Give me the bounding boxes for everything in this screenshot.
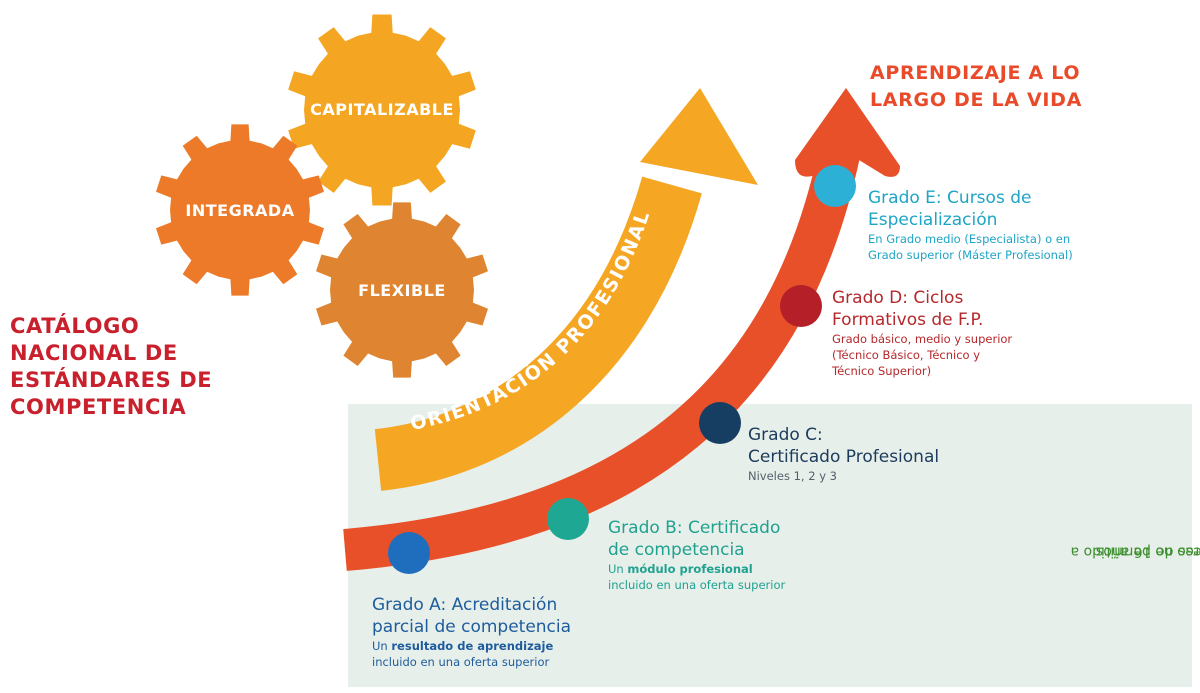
grade-d-title: Formativos de F.P. (832, 310, 984, 330)
lifelong-arrow (343, 88, 900, 571)
grade-b-title: Grado B: Certificado (608, 518, 781, 538)
grade-a-description: Un resultado de aprendizaje (372, 638, 571, 654)
grade-b-description: Un módulo profesional (608, 561, 785, 577)
grade-e-text: Grado E: Cursos de Especialización En Gr… (868, 187, 1073, 263)
grade-b-desc-bold: módulo profesional (627, 562, 753, 576)
grade-e-title: Grado E: Cursos de (868, 188, 1032, 208)
lifelong-learning-title: APRENDIZAJE A LO LARGO DE LA VIDA (870, 60, 1110, 114)
catalog-title-line: CATÁLOGO (10, 314, 140, 338)
grade-c-description: Niveles 1, 2 y 3 (748, 469, 837, 483)
catalog-title-line: ESTÁNDARES DE (10, 368, 213, 392)
grade-d-dot (780, 285, 822, 327)
grade-a-desc-bold: resultado de aprendizaje (391, 639, 554, 653)
grade-a-text: Grado A: Acreditación parcial de compete… (372, 594, 571, 670)
grade-c-dot (699, 402, 741, 444)
grade-d-description: (Técnico Básico, Técnico y (832, 348, 981, 362)
gear-capitalizable: CAPITALIZABLE (288, 14, 476, 206)
access-note: Acceso no permitido a menores de 16 años (1071, 420, 1200, 682)
grade-c-title: Grado C: (748, 425, 823, 445)
grade-a-dot (388, 532, 430, 574)
lifelong-title-line: LARGO DE LA VIDA (870, 89, 1083, 111)
gear-flexible-label: FLEXIBLE (358, 281, 446, 300)
grade-e-description: Grado superior (Máster Profesional) (868, 248, 1073, 262)
gear-capitalizable-label: CAPITALIZABLE (310, 100, 454, 119)
gear-integrada-label: INTEGRADA (185, 201, 294, 220)
grade-d-title: Grado D: Ciclos (832, 288, 964, 308)
grade-b-text: Grado B: Certificado de competencia Un m… (608, 517, 785, 593)
grade-e-dot (814, 165, 856, 207)
gear-flexible: FLEXIBLE (316, 202, 488, 378)
access-note-line: menores de 16 años (1095, 543, 1200, 560)
grade-a-title: parcial de competencia (372, 617, 572, 637)
gear-integrada: INTEGRADA (156, 124, 324, 296)
catalog-title: CATÁLOGO NACIONAL DE ESTÁNDARES DE COMPE… (10, 313, 240, 421)
grade-b-dot (547, 498, 589, 540)
grade-b-desc-prefix: Un (608, 562, 628, 576)
grade-a-desc-rest: incluido en una oferta superior (372, 655, 550, 669)
grade-e-description: En Grado medio (Especialista) o en (868, 232, 1071, 246)
grade-d-text: Grado D: Ciclos Formativos de F.P. Grado… (832, 287, 1012, 379)
grade-c-title: Certificado Profesional (748, 447, 940, 467)
lifelong-title-line: APRENDIZAJE A LO (870, 62, 1081, 84)
grade-e-title: Especialización (868, 210, 998, 230)
grade-a-desc-prefix: Un (372, 639, 392, 653)
grade-d-description: Grado básico, medio y superior (832, 332, 1013, 346)
catalog-title-line: COMPETENCIA (10, 395, 187, 419)
grade-b-desc-rest: incluido en una oferta superior (608, 578, 786, 592)
catalog-title-line: NACIONAL DE (10, 341, 178, 365)
access-note-text: Acceso no permitido a menores de 16 años (1071, 473, 1200, 629)
grade-b-title: de competencia (608, 540, 745, 560)
grade-d-description: Técnico Superior) (832, 364, 932, 378)
grade-c-text: Grado C: Certificado Profesional Niveles… (748, 424, 939, 484)
grade-a-title: Grado A: Acreditación (372, 595, 558, 615)
